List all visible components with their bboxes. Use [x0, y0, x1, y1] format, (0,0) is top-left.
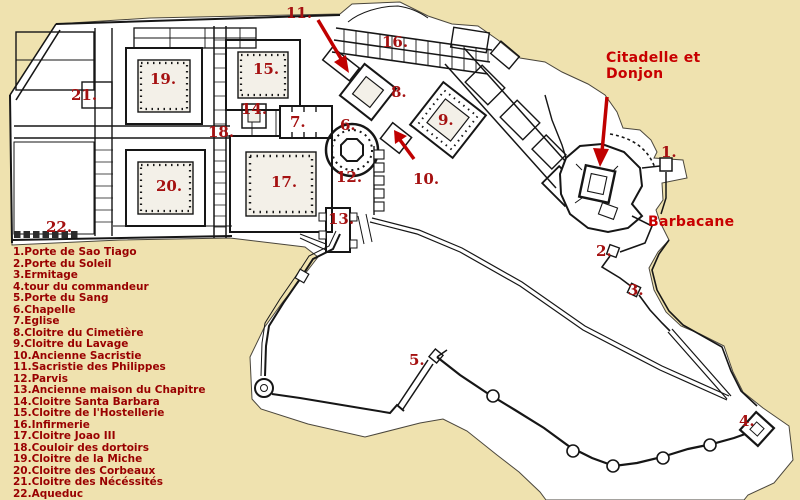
- legend-item: 6.Chapelle: [13, 303, 76, 316]
- legend-item: 5.Porte du Sang: [13, 292, 109, 304]
- legend-item: 7.Eglise: [13, 315, 60, 327]
- map-label-4: 4.: [739, 412, 755, 430]
- legend-item: 20.Cloitre des Corbeaux: [13, 464, 156, 477]
- map-label-10: 10.: [413, 170, 440, 188]
- legend-item: 16.Infirmerie: [13, 418, 90, 431]
- barbacane-callout: Barbacane: [648, 214, 735, 230]
- map-label-17: 17.: [271, 173, 298, 191]
- aqueduct: [14, 231, 78, 238]
- map-label-1: 1.: [661, 143, 677, 161]
- legend-item: 22.Aqueduc: [13, 487, 84, 500]
- legend-item: 11.Sacristie des Philippes: [13, 361, 166, 373]
- legend-item: 14.Cloitre Santa Barbara: [13, 395, 160, 408]
- legend-item: 12.Parvis: [13, 372, 68, 385]
- barbacane-walls: [600, 215, 758, 407]
- legend-item: 1.Porte de Sao Tiago: [13, 246, 137, 258]
- legend-item: 4.tour du commandeur: [13, 280, 149, 293]
- arrow-sacristie-10-icon: [394, 130, 416, 161]
- legend-item: 19.Cloitre de la Miche: [13, 453, 143, 465]
- map-label-2: 2.: [596, 242, 612, 260]
- map-label-20: 20.: [156, 177, 183, 195]
- map-label-6: 6.: [340, 116, 356, 134]
- legend-item: 8.Cloitre du Cimetière: [13, 326, 144, 339]
- map-label-8: 8.: [391, 83, 407, 101]
- map-label-21: 21.: [71, 86, 98, 104]
- legend-item: 2.Porte du Soleil: [13, 257, 112, 270]
- map-label-7: 7.: [290, 113, 306, 131]
- map-label-14: 14.: [241, 100, 268, 118]
- legend: 1.Porte de Sao Tiago 2.Porte du Soleil 3…: [13, 246, 206, 500]
- monastery-block: [9, 5, 584, 253]
- legend-item: 3.Ermitage: [13, 269, 78, 281]
- legend-item: 17.Cloitre Joao III: [13, 430, 116, 442]
- map-label-12: 12.: [336, 168, 363, 186]
- map-label-15: 15.: [253, 60, 280, 78]
- map-label-3: 3.: [628, 281, 644, 299]
- legend-item: 18.Couloir des dortoirs: [13, 441, 149, 454]
- arrow-sacristie-11-icon: [316, 19, 349, 73]
- map-label-11: 11.: [286, 4, 313, 22]
- arrow-citadelle-icon: [593, 96, 609, 167]
- citadelle-callout-line1: Citadelle et: [606, 50, 701, 66]
- legend-item: 15.Cloitre de l'Hostellerie: [13, 407, 165, 419]
- map-label-22: 22.: [46, 218, 73, 236]
- map-label-16: 16.: [382, 33, 409, 51]
- map-label-9: 9.: [438, 111, 454, 129]
- map-label-18: 18.: [208, 123, 235, 141]
- citadel: [558, 133, 673, 234]
- map-label-19: 19.: [150, 70, 177, 88]
- arrows: [316, 19, 609, 167]
- enclosure-walls: [254, 217, 776, 473]
- legend-item: 9.Cloitre du Lavage: [13, 338, 129, 350]
- citadelle-callout: Citadelle et Donjon: [606, 50, 700, 82]
- map-label-13: 13.: [328, 210, 355, 228]
- citadelle-callout-line2: Donjon: [606, 66, 664, 82]
- legend-item: 10.Ancienne Sacristie: [13, 349, 142, 362]
- legend-item: 21.Cloitre des Nécéssités: [13, 476, 163, 488]
- legend-item: 13.Ancienne maison du Chapitre: [13, 384, 206, 396]
- map-label-5: 5.: [409, 351, 425, 369]
